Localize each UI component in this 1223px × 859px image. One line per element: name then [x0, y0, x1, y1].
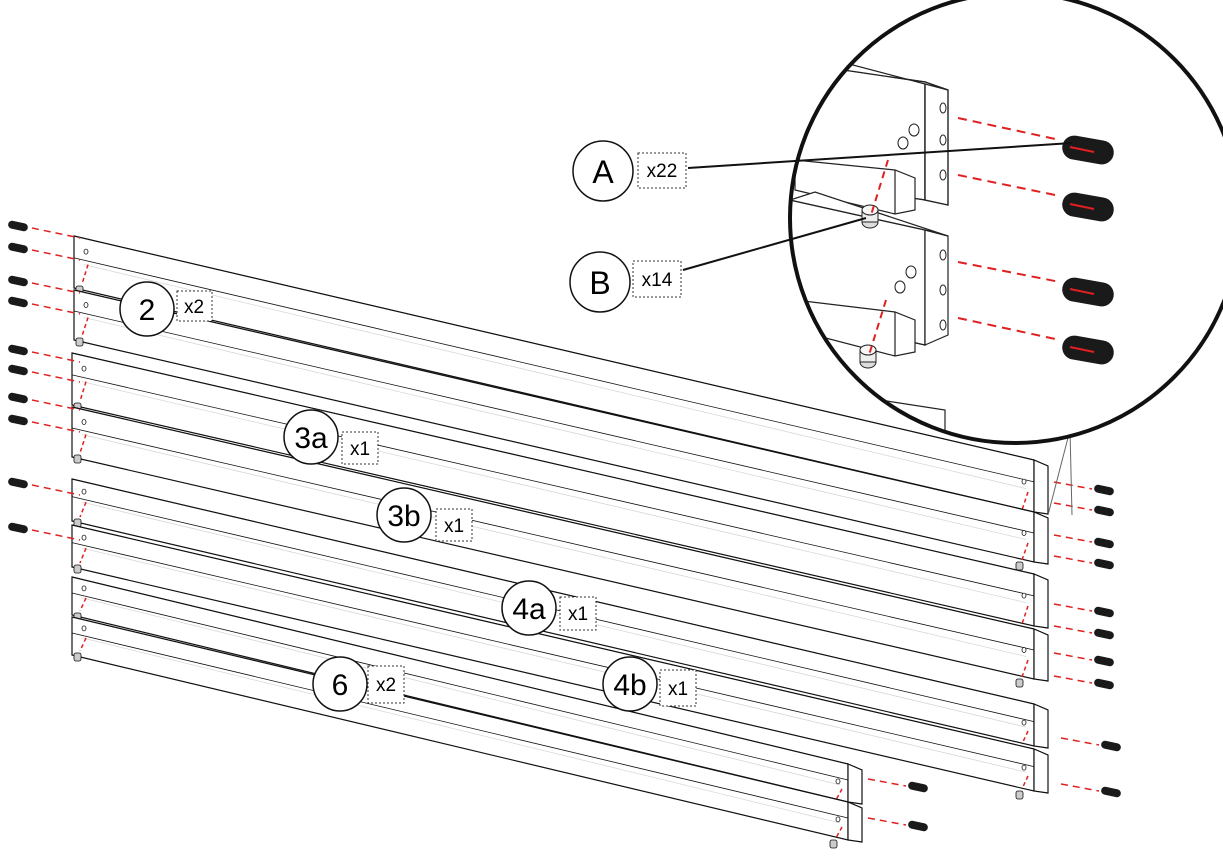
hardware-callout-a: A x22 — [572, 140, 1073, 202]
dowel-bolt-icon — [8, 275, 28, 287]
dowel-bolt-icon — [8, 296, 28, 308]
dowel-bolt-icon — [908, 820, 928, 832]
barrel-nut-icon — [1015, 678, 1024, 688]
barrel-nut-icon — [829, 839, 838, 849]
detail-pointer-line — [1047, 429, 1071, 516]
qty-label-6: x2 — [376, 675, 396, 696]
barrel-nut-icon — [73, 652, 82, 662]
barrel-nut-icon — [73, 454, 82, 464]
hardware-circle-b — [569, 251, 631, 313]
qty-box-2 — [176, 290, 213, 322]
barrel-nut-icon — [73, 564, 82, 574]
part-circle-3b — [376, 487, 432, 543]
dowel-bolt-icon — [1094, 558, 1114, 570]
leader-line-b — [682, 217, 867, 271]
part-label-3a: 3a — [294, 422, 328, 455]
part-circle-4b — [602, 656, 658, 712]
qty-box-a — [637, 152, 687, 189]
qty-box-4b — [659, 669, 697, 707]
qty-box-3a — [341, 431, 379, 465]
part-circle-3a — [283, 409, 339, 465]
dowel-bolt-icon — [8, 414, 28, 426]
qty-label-2: x2 — [184, 297, 204, 318]
dowel-bolt-icon — [8, 344, 28, 356]
qty-label-4a: x1 — [568, 604, 588, 625]
rail-6-upper — [71, 576, 863, 811]
detail-magnifier — [788, 0, 1223, 516]
part-callout-6: 6 x2 — [312, 656, 405, 712]
barrel-nut-icon — [1015, 790, 1024, 800]
part-label-2: 2 — [139, 294, 156, 327]
barrel-nut-icon — [1015, 561, 1024, 571]
hardware-label-a: A — [592, 154, 614, 190]
qty-box-3b — [435, 508, 473, 542]
rail-4b — [71, 524, 1049, 800]
barrel-nut-icon — [861, 204, 879, 229]
dowel-bolt-icon — [1062, 192, 1114, 222]
dowel-bolt-icon — [908, 781, 928, 793]
part-callout-2: 2 x2 — [119, 281, 213, 337]
rail-6-lower — [71, 616, 863, 849]
part-circle-4a — [501, 580, 557, 636]
part-label-3b: 3b — [387, 500, 420, 533]
part-callout-4a: 4a x1 — [501, 580, 597, 636]
bolts-group — [8, 220, 1121, 832]
qty-label-3a: x1 — [350, 439, 370, 460]
rail-2-lower — [73, 289, 1049, 571]
dowel-bolt-icon — [1094, 655, 1114, 667]
dowel-bolt-icon — [1094, 628, 1114, 640]
part-callout-3a: 3a x1 — [283, 409, 379, 465]
part-callout-3b: 3b x1 — [376, 487, 473, 543]
dowel-bolt-icon — [1062, 335, 1114, 365]
part-circle-2 — [119, 281, 175, 337]
dowel-bolt-icon — [8, 392, 28, 404]
part-label-4b: 4b — [613, 669, 646, 702]
part-callout-4b: 4b x1 — [602, 656, 697, 712]
qty-label-4b: x1 — [668, 679, 688, 700]
part-label-4a: 4a — [512, 593, 546, 626]
qty-label-b: x14 — [642, 270, 673, 291]
qty-box-4a — [559, 596, 597, 631]
qty-box-b — [632, 260, 682, 298]
dowel-bolt-icon — [8, 242, 28, 254]
dowel-bolt-icon — [1094, 606, 1114, 618]
leader-line-a — [687, 142, 1073, 169]
dowel-bolt-icon — [1062, 277, 1114, 307]
dowel-bolt-icon — [1094, 678, 1114, 690]
dowel-bolt-icon — [1062, 135, 1114, 165]
qty-label-a: x22 — [647, 161, 678, 182]
dowel-bolt-icon — [1101, 740, 1121, 752]
barrel-nut-icon — [75, 337, 84, 347]
detail-circle-outline — [788, 0, 1223, 445]
part-label-6: 6 — [332, 669, 349, 702]
hardware-circle-a — [572, 140, 634, 202]
qty-box-6 — [367, 665, 405, 704]
dowel-bolt-icon — [8, 522, 28, 534]
dowel-bolt-icon — [8, 477, 28, 489]
detail-content — [790, 54, 1114, 441]
dowel-bolt-icon — [8, 364, 28, 376]
detail-pointer-line — [1069, 429, 1073, 516]
dowel-bolt-icon — [1094, 484, 1114, 496]
dowel-bolt-icon — [8, 220, 28, 232]
hardware-label-b: B — [589, 265, 610, 301]
dowel-bolt-icon — [1101, 786, 1121, 798]
barrel-nut-icon — [859, 344, 877, 369]
dowel-bolt-icon — [1094, 537, 1114, 549]
rail-2-upper — [73, 235, 1049, 521]
part-circle-6 — [312, 656, 368, 712]
dowel-bolt-icon — [1094, 505, 1114, 517]
qty-label-3b: x1 — [444, 516, 464, 537]
hardware-callout-b: B x14 — [569, 217, 867, 313]
